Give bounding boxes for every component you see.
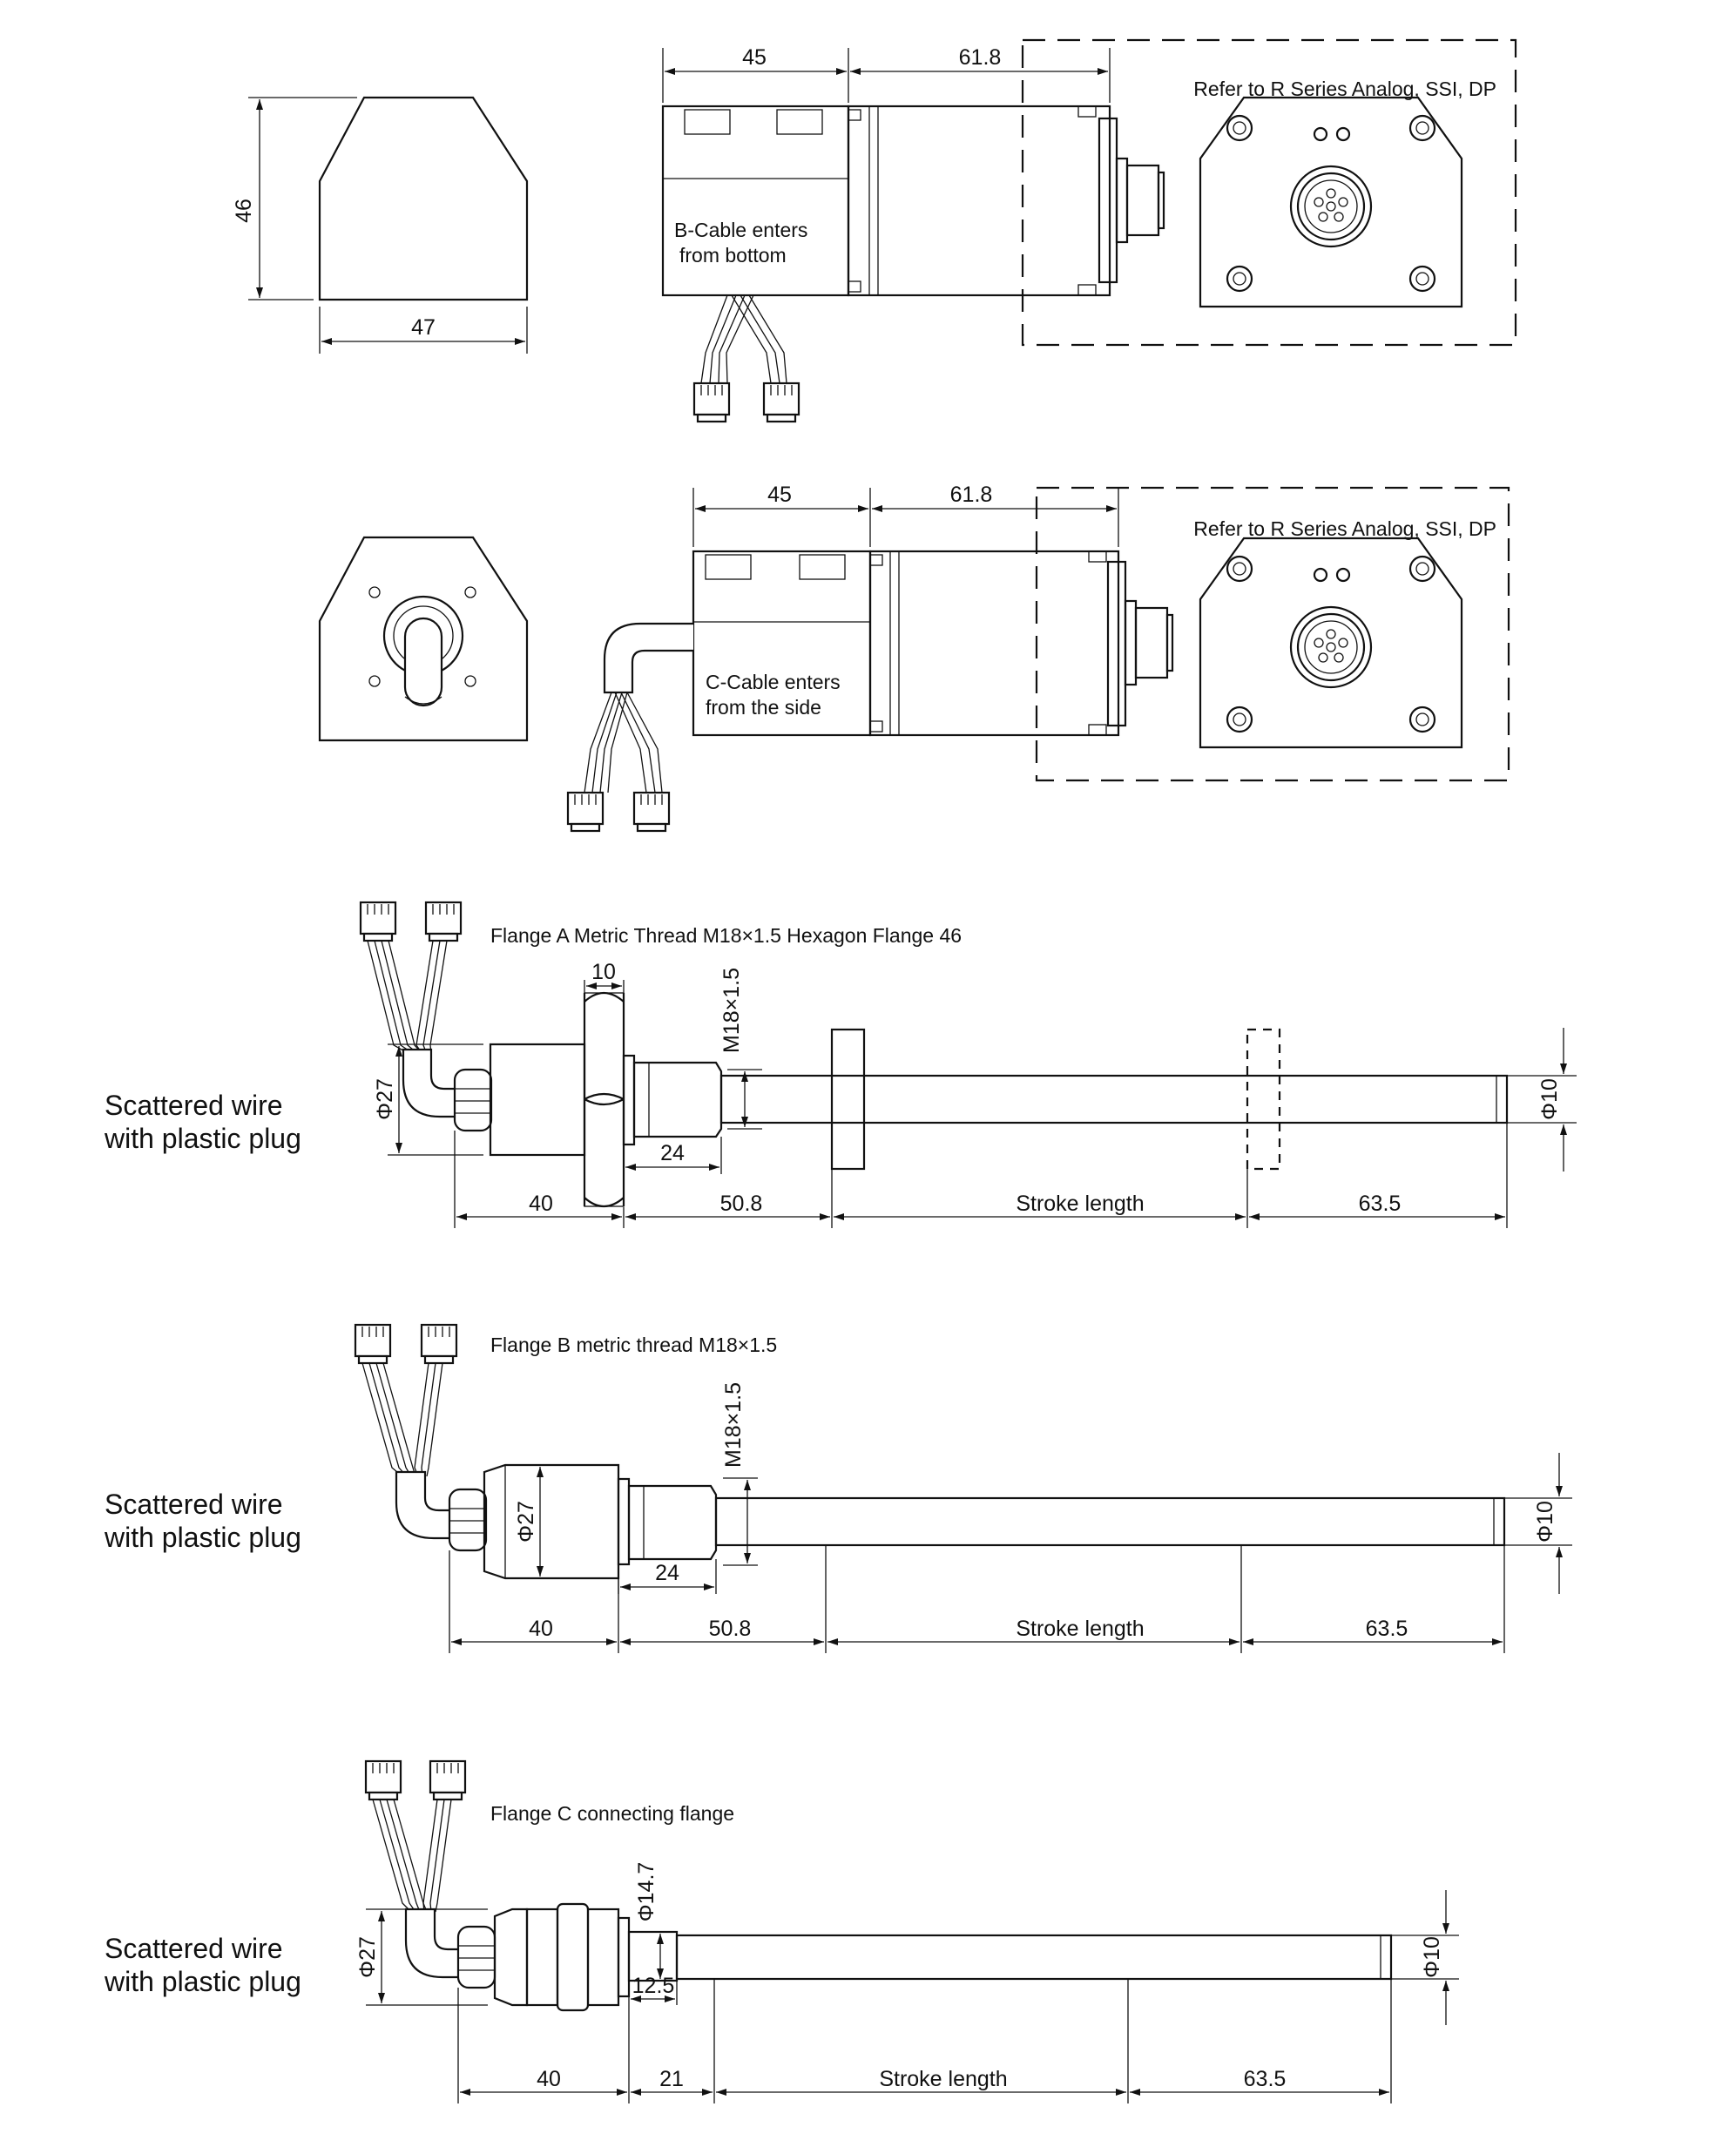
flange-c-group: Flange C connecting flange Scattered wir… xyxy=(104,1759,1459,2103)
body-b xyxy=(483,1463,620,1580)
flange-a-len-40: 40 xyxy=(529,1192,553,1216)
flange-b-len-40: 40 xyxy=(529,1617,553,1641)
dim-length-45-b: 45 xyxy=(742,45,767,70)
cable-wires-b xyxy=(700,294,787,384)
wires-b xyxy=(361,1362,443,1477)
flange-b-len-50-8: 50.8 xyxy=(709,1617,752,1641)
wires-a xyxy=(367,940,448,1055)
thread-a xyxy=(632,1061,723,1138)
cable-elbow-b xyxy=(395,1470,455,1540)
hex-flange-a xyxy=(583,991,625,1208)
flange-a-thread: M18×1.5 xyxy=(719,968,744,1053)
flange-b-len-63-5: 63.5 xyxy=(1366,1617,1408,1641)
flange-a-stroke: Stroke length xyxy=(1016,1192,1144,1216)
flange-a-dia-10: Φ10 xyxy=(1537,1078,1562,1120)
flange-b-stroke: Stroke length xyxy=(1016,1617,1144,1641)
flange-c-len-12-5: 12.5 xyxy=(632,1974,675,1998)
flange-a-len-50-8: 50.8 xyxy=(720,1192,763,1216)
cable-wires-c xyxy=(584,692,663,793)
wires-c xyxy=(372,1799,452,1913)
flange-c-stroke: Stroke length xyxy=(879,2067,1007,2091)
dim-height-46: 46 xyxy=(232,199,256,223)
flange-a-len-63-5: 63.5 xyxy=(1359,1192,1402,1216)
flange-b-side-line2: with plastic plug xyxy=(104,1522,301,1553)
cable-note-b-line2: from bottom xyxy=(679,244,787,267)
flange-a-len-24: 24 xyxy=(660,1141,685,1165)
flange-b-title: Flange B metric thread M18×1.5 xyxy=(490,1334,777,1356)
refer-note-c: Refer to R Series Analog, SSI, DP xyxy=(1193,517,1496,540)
view-c-group: C-Cable enters from the side 45 61.8 Ref… xyxy=(318,483,1510,833)
flange-c-len-40: 40 xyxy=(537,2067,561,2091)
cable-elbow-a xyxy=(402,1048,462,1118)
flange-a-side-line1: Scattered wire xyxy=(105,1090,283,1121)
flange-c-dia-14-7: Φ14.7 xyxy=(634,1862,659,1922)
cable-note-b-line1: B-Cable enters xyxy=(674,219,807,241)
flange-b-group: Flange B metric thread M18×1.5 Scattered… xyxy=(104,1323,1572,1653)
magnet-a-start xyxy=(830,1028,866,1171)
end-profile-b xyxy=(318,96,529,301)
flange-b-thread: M18×1.5 xyxy=(721,1382,746,1468)
flange-c-dia-10: Φ10 xyxy=(1420,1936,1444,1978)
rod-b xyxy=(714,1496,1506,1547)
cable-elbow-c xyxy=(404,1908,463,1979)
flange-c-title: Flange C connecting flange xyxy=(490,1802,734,1825)
dim-length-61-8-c: 61.8 xyxy=(950,483,993,507)
sensor-housing-c xyxy=(868,550,1120,737)
thread-b xyxy=(627,1484,718,1561)
flange-b-len-24: 24 xyxy=(655,1561,679,1585)
flange-b-dia-27: Φ27 xyxy=(514,1501,538,1543)
cable-note-c-line2: from the side xyxy=(706,696,821,719)
sensor-housing-b xyxy=(847,105,1111,297)
flange-a-width-10: 10 xyxy=(591,960,616,984)
flange-a-title: Flange A Metric Thread M18×1.5 Hexagon F… xyxy=(490,924,962,947)
refer-note-b: Refer to R Series Analog, SSI, DP xyxy=(1193,78,1496,100)
flange-b-side-line1: Scattered wire xyxy=(105,1489,283,1520)
body-c xyxy=(493,1908,529,2007)
dim-width-47: 47 xyxy=(411,315,436,340)
flange-c-side-line2: with plastic plug xyxy=(104,1966,301,1997)
refer-box-b xyxy=(1021,38,1517,347)
flange-a-side-line2: with plastic plug xyxy=(104,1123,301,1154)
flange-a-group: Flange A Metric Thread M18×1.5 Hexagon F… xyxy=(104,901,1577,1228)
body-a xyxy=(489,1043,586,1157)
flange-c-side-line1: Scattered wire xyxy=(105,1933,283,1964)
side-cable-c xyxy=(603,622,693,694)
view-b-group: 46 47 B-Cable enters from bottom xyxy=(232,38,1517,423)
rod-c xyxy=(675,1934,1393,1981)
flange-b-dia-10: Φ10 xyxy=(1533,1501,1557,1543)
cable-note-c-line1: C-Cable enters xyxy=(706,671,841,693)
flange-c-len-63-5: 63.5 xyxy=(1244,2067,1287,2091)
end-profile-c xyxy=(318,536,529,742)
flange-a-dia-27: Φ27 xyxy=(373,1078,397,1120)
dim-length-45-c: 45 xyxy=(767,483,792,507)
flange-c-len-21: 21 xyxy=(659,2067,684,2091)
rod-a xyxy=(719,1074,1509,1124)
dim-length-61-8-b: 61.8 xyxy=(959,45,1002,70)
flange-c-dia-27: Φ27 xyxy=(355,1936,380,1978)
magnet-a-end xyxy=(1246,1028,1281,1171)
